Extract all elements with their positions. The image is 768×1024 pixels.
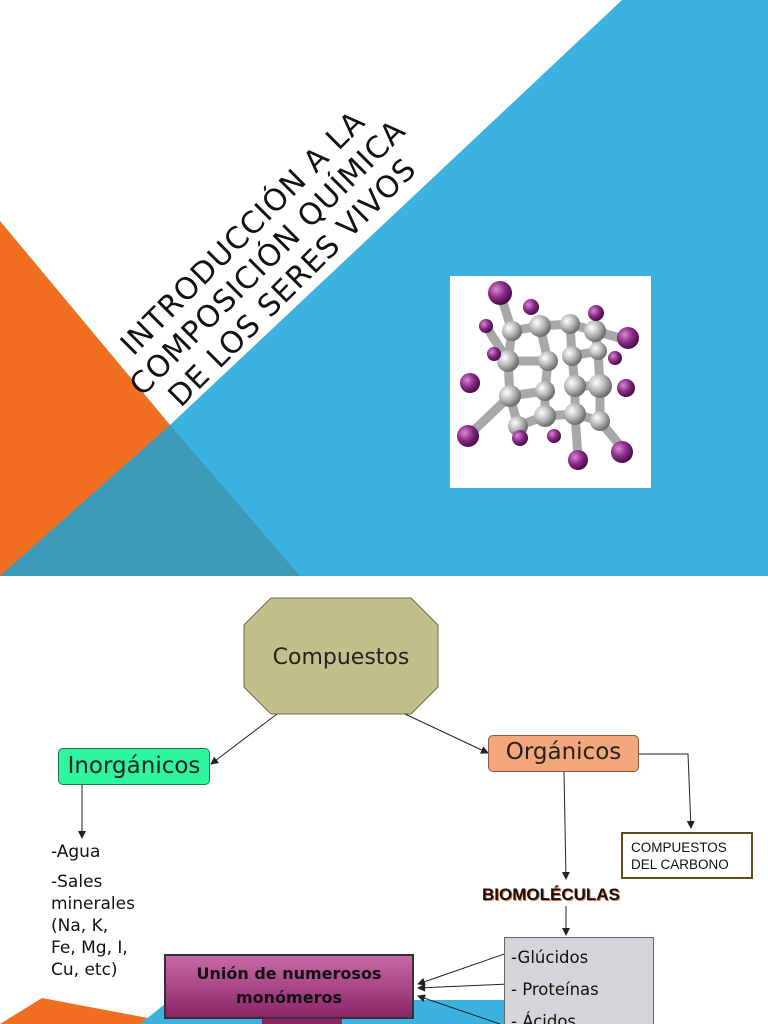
- orange-triangle: [0, 221, 170, 576]
- biomoleculas-heading: BIOMOLÉCULAS: [482, 885, 620, 904]
- orange-corner: [0, 998, 180, 1024]
- biomolecule-list-box: -Glúcidos - Proteínas - Ácidos: [504, 937, 654, 1024]
- list-item: -Glúcidos: [511, 948, 589, 967]
- list-item: - Ácidos: [511, 1012, 577, 1024]
- list-item: -Agua: [51, 842, 101, 862]
- molecule-3d-icon: [457, 281, 639, 470]
- compuestos-label: Compuestos: [272, 645, 410, 670]
- compuestos-carbono-label: COMPUESTOS DEL CARBONO: [631, 840, 729, 872]
- list-item: -Sales minerales (Na, K, Fe, Mg, I, Cu, …: [51, 872, 135, 980]
- molecule-image: [450, 276, 651, 488]
- arrow-glucidos-union: [417, 951, 511, 986]
- arrow-to-biomoleculas: [561, 771, 570, 880]
- arrow-to-organicos: [404, 713, 489, 754]
- arrow-proteinas-union: [417, 983, 511, 992]
- inorganic-list: -Agua -Sales minerales (Na, K, Fe, Mg, I…: [51, 841, 161, 989]
- compuestos-carbono-box: COMPUESTOS DEL CARBONO: [621, 832, 753, 879]
- inorganicos-box: Inorgánicos: [58, 748, 210, 785]
- arrow-to-inorganicos: [210, 713, 278, 765]
- white-triangle: [0, 0, 622, 425]
- compuestos-octagon: [243, 597, 439, 715]
- teal-triangle: [0, 425, 300, 576]
- title-slide: Introducción a la composición química de…: [0, 0, 768, 576]
- arrow-to-carbono: [639, 753, 695, 829]
- union-monomeros-box: Unión de numerosos monómeros: [164, 954, 414, 1019]
- arrow-acidos-union: [417, 994, 501, 1024]
- union-monomeros-label: Unión de numerosos monómeros: [196, 964, 382, 1007]
- concept-map-slide: Compuestos Inorgánicos Orgánicos COMPUES…: [0, 576, 768, 1024]
- organicos-box: Orgánicos: [488, 735, 639, 772]
- list-item: - Proteínas: [511, 980, 599, 999]
- union-stem: [262, 1017, 342, 1024]
